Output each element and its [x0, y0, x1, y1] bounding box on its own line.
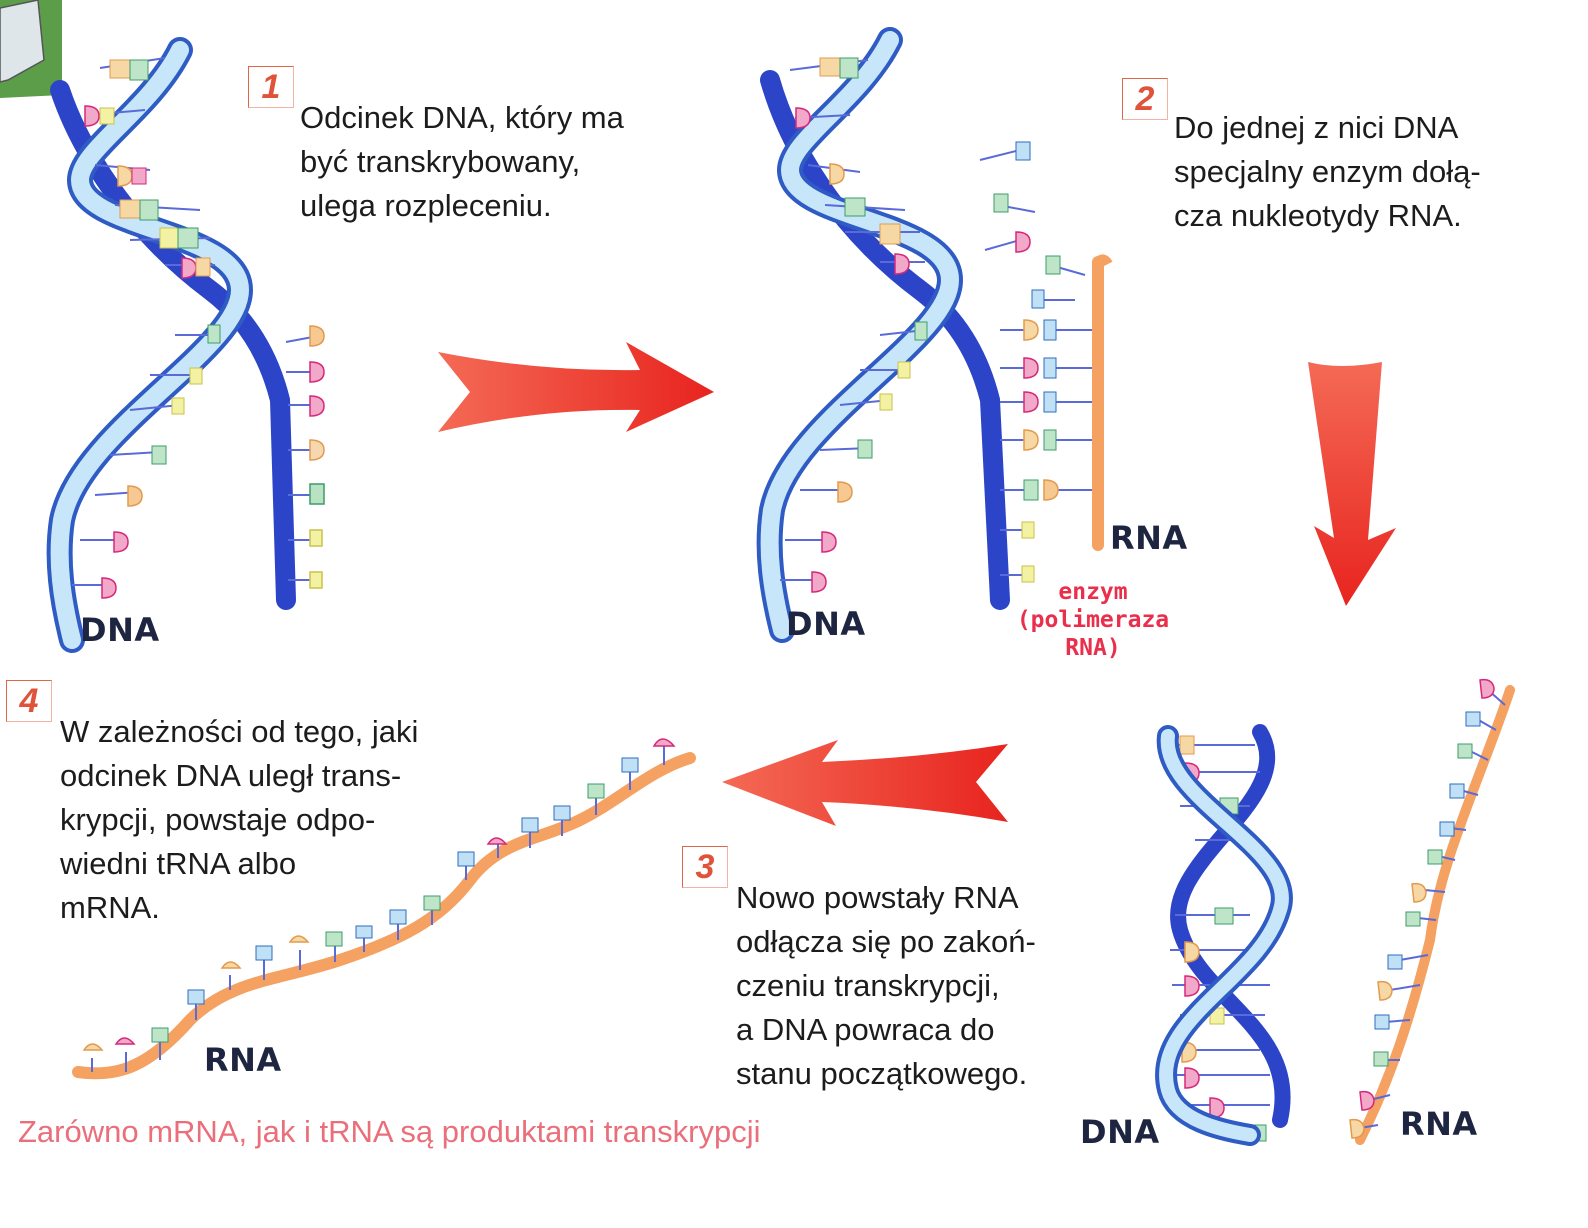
panel-4-rna-product	[72, 738, 696, 1080]
panel-3-rna-release	[1155, 678, 1515, 1146]
dna-dark-strand-3	[1170, 724, 1291, 1128]
rna-label-3: RNA	[1400, 1105, 1478, 1143]
enzyme-label: enzym (polimeraza RNA)	[988, 578, 1198, 662]
enzyme-label-line2: (polimeraza RNA)	[1016, 607, 1170, 661]
step-1-caption: Odcinek DNA, który ma być transkrybowany…	[300, 100, 624, 223]
step-3-number: 3	[682, 846, 728, 888]
arrow-step-2-to-3	[1308, 362, 1396, 606]
bases-dark-1	[309, 325, 325, 589]
arrow-step-3-to-4	[722, 740, 1008, 826]
panel-1-dna-unwinding	[46, 37, 325, 653]
rna-strand-4	[72, 752, 696, 1080]
dna-dark-strand-1	[50, 80, 296, 610]
step-4-number: 4	[6, 680, 52, 722]
arrow-step-1-to-2	[438, 342, 714, 432]
step-2-caption: Do jednej z nici DNA specjalny enzym doł…	[1174, 110, 1481, 233]
corner-decoration	[0, 0, 62, 98]
rna-label-4: RNA	[204, 1041, 282, 1079]
enzyme-label-line1: enzym	[1058, 579, 1128, 605]
step-3-caption: Nowo powstały RNA odłącza się po zakoń- …	[736, 880, 1036, 1091]
panel-2-rna-synthesis	[756, 27, 1113, 643]
footer-note: Zarówno mRNA, jak i tRNA są produktami t…	[18, 1114, 761, 1149]
step-2-number: 2	[1122, 78, 1168, 120]
dna-label-2: DNA	[786, 605, 866, 643]
dna-label-3: DNA	[1080, 1113, 1160, 1151]
step-4-caption: W zależności od tego, jaki odcinek DNA u…	[60, 714, 419, 925]
rna-strand-3	[1355, 685, 1515, 1145]
dna-label-1: DNA	[80, 611, 160, 649]
rna-label-2: RNA	[1110, 519, 1188, 557]
step-1-number: 1	[248, 66, 294, 108]
